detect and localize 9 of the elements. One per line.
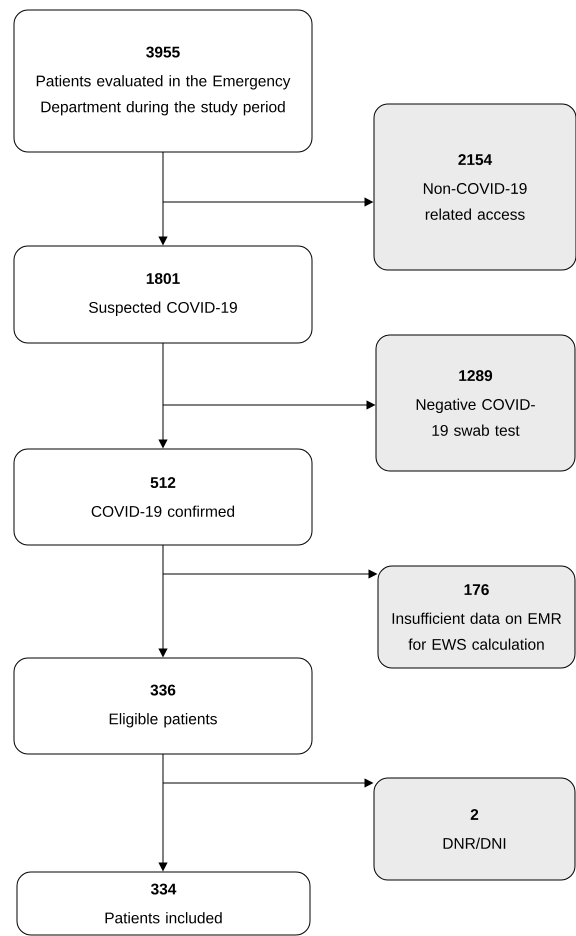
exclusion-box: 2 DNR/DNI	[374, 778, 576, 880]
exclusion-box: 1289 Negative COVID-19 swab test	[376, 334, 576, 472]
exclusion-box: 176 Insufficient data on EMR for EWS calculation	[378, 566, 576, 668]
process-box: 512 COVID-19 confirmed	[14, 448, 312, 546]
process-box: 334 Patients included	[16, 872, 310, 936]
exclusion-box: 2154 Non-COVID-19 related access	[374, 104, 576, 270]
process-box: 3955 Patients evaluated in the Emergency Department during the study period	[14, 10, 312, 152]
process-box: 336 Eligible patients	[14, 658, 312, 754]
process-box: 1801 Suspected COVID-19	[14, 246, 312, 344]
